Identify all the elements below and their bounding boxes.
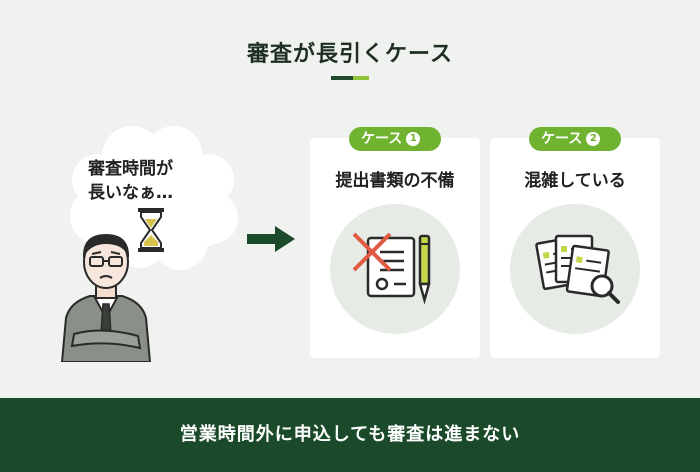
crossed-document-pen-icon: [352, 232, 431, 305]
footer-banner: 営業時間外に申込しても審査は進まない: [0, 398, 700, 472]
case-2-title: 混雑している: [524, 171, 626, 191]
title-underline: [331, 76, 369, 80]
case-1-badge-number: 1: [406, 132, 421, 146]
hourglass-icon: [138, 208, 164, 252]
case-2-illustration: [510, 204, 640, 334]
case-card-2: 混雑している: [490, 138, 660, 358]
worried-businessman-icon: [60, 234, 152, 362]
page-title: 審査が長引くケース: [247, 42, 453, 67]
case-1-badge-label: ケース: [361, 131, 403, 147]
case-1-badge: ケース 1: [349, 127, 441, 151]
case-1-illustration: [330, 204, 460, 334]
document-stack-magnifier-icon: [535, 234, 620, 304]
case-2-badge: ケース 2: [529, 127, 621, 151]
case-1-title: 提出書類の不備: [335, 171, 455, 191]
case-2-badge-label: ケース: [541, 131, 583, 147]
case-2-badge-number: 2: [586, 132, 601, 146]
thought-cloud-icon: [70, 126, 238, 270]
arrow-right-icon: [247, 226, 295, 252]
thought-line-1: 審査時間が: [88, 159, 173, 179]
case-card-1: 提出書類の不備: [310, 138, 480, 358]
thought-line-2: 長いなぁ…: [88, 183, 173, 203]
title-underline-dark: [331, 76, 353, 80]
title-underline-light: [353, 76, 369, 80]
thought-bubble-text: 審査時間が 長いなぁ…: [88, 157, 218, 205]
